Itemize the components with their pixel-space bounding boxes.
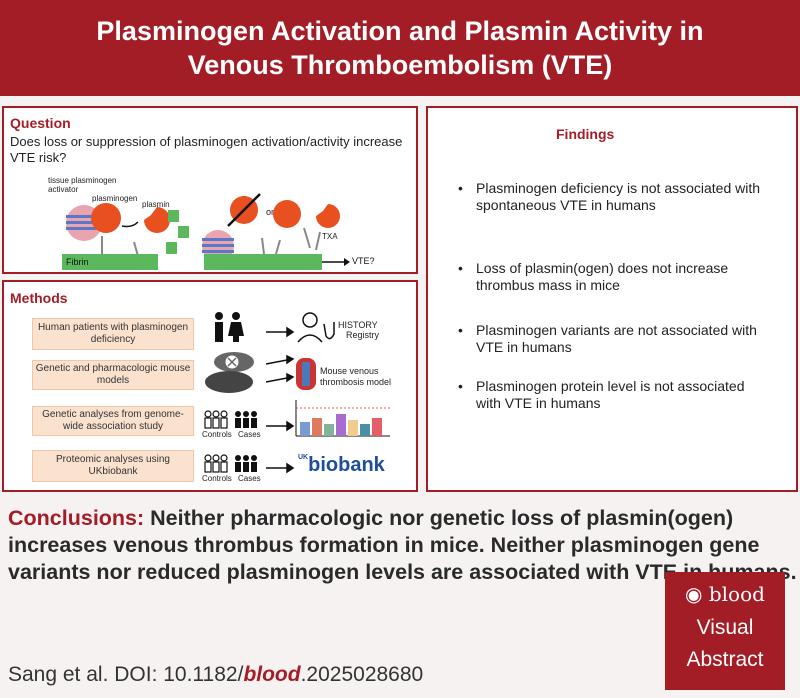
citation-journal: blood xyxy=(243,663,301,686)
method-item-human: Human patients with plasminogen deficien… xyxy=(32,318,194,350)
mouse-model-label-line1: Mouse venous xyxy=(320,366,379,376)
findings-title: Findings xyxy=(556,126,615,142)
fibrin-fragment xyxy=(168,210,179,222)
finding-text: Loss of plasmin(ogen) does not increase … xyxy=(476,260,729,293)
doctor-icon xyxy=(297,312,335,343)
plasmin-txa-icon xyxy=(316,204,340,228)
bullet-icon: • xyxy=(458,260,463,276)
fibrin-fragment xyxy=(178,226,189,238)
findings-panel: Findings • Plasminogen deficiency is not… xyxy=(426,106,798,492)
citation-prefix: Sang et al. DOI: 10.1182/ xyxy=(8,663,244,686)
seal-icon: ◉ xyxy=(685,582,703,606)
plasmin-label: plasmin xyxy=(142,200,170,209)
linker-icon xyxy=(133,241,139,257)
finding-text: Plasminogen protein level is not associa… xyxy=(476,378,745,411)
header-banner: Plasminogen Activation and Plasmin Activ… xyxy=(0,0,800,96)
cases-label-proteomic: Cases xyxy=(238,474,261,483)
fibrin-fragment xyxy=(166,242,177,254)
thrombosis-model-icon xyxy=(296,358,316,390)
citation: Sang et al. DOI: 10.1182/blood.202502868… xyxy=(8,663,423,687)
finding-item: • Plasminogen deficiency is not associat… xyxy=(458,180,766,214)
method-item-gwas: Genetic analyses from genome-wide associ… xyxy=(32,406,194,436)
cases-label-gwas: Cases xyxy=(238,430,261,439)
title-line-2: Venous Thromboembolism (VTE) xyxy=(187,50,613,80)
bullet-icon: • xyxy=(458,322,463,338)
history-label: HISTORY Registry xyxy=(338,320,379,340)
mouse-model-label-line2: thrombosis model xyxy=(320,377,392,387)
or-label: or xyxy=(266,207,275,217)
fibrin-bar-right xyxy=(204,254,322,270)
txa-linker-icon xyxy=(303,227,321,251)
tpa-label: tissue plasminogen activator xyxy=(48,176,117,194)
biobank-logo: UKbiobank xyxy=(298,454,385,477)
question-text: Does loss or suppression of plasminogen … xyxy=(10,134,403,165)
mouse-model-label: Mouse venous thrombosis model xyxy=(320,366,391,388)
biobank-uk: UK xyxy=(298,454,309,461)
finding-text: Plasminogen variants are not associated … xyxy=(476,322,757,355)
logo-line1: Visual xyxy=(696,616,754,639)
manhattan-plot-icon xyxy=(295,400,390,437)
plasminogen-label: plasminogen xyxy=(92,194,138,203)
blood-visual-abstract-logo: ◉ blood Visual Abstract xyxy=(665,572,785,690)
logo-line2: Abstract xyxy=(686,648,764,671)
title-line-1: Plasminogen Activation and Plasmin Activ… xyxy=(96,16,704,46)
finding-item: • Loss of plasmin(ogen) does not increas… xyxy=(458,260,766,294)
methods-title: Methods xyxy=(10,290,68,306)
method-item-proteomic: Proteomic analyses using UKbiobank xyxy=(32,450,194,482)
methods-panel: Methods Human patients with plasminogen … xyxy=(2,280,418,492)
question-diagram xyxy=(66,193,350,266)
citation-suffix: .2025028680 xyxy=(300,663,424,686)
question-panel: Question Does loss or suppression of pla… xyxy=(2,106,418,274)
conclusion-label: Conclusions: xyxy=(8,506,145,530)
block-slash-icon xyxy=(227,193,261,227)
bullet-icon: • xyxy=(458,378,463,394)
biobank-word: biobank xyxy=(308,454,385,476)
vte-label: VTE? xyxy=(352,256,375,266)
fibrin-bar-left xyxy=(62,254,158,270)
txa-label: TXA xyxy=(322,232,338,241)
plasminogen-icon-2 xyxy=(273,200,301,228)
arrow-icon xyxy=(121,221,139,228)
method-item-mouse: Genetic and pharmacologic mouse models xyxy=(32,360,194,390)
method-arrows xyxy=(265,326,295,474)
vte-arrowhead-icon xyxy=(344,258,350,266)
plasmin-icon xyxy=(144,207,170,233)
history-label-line2: Registry xyxy=(346,330,380,340)
bullet-icon: • xyxy=(458,180,463,196)
knockout-x-icon xyxy=(227,357,237,367)
finding-text: Plasminogen deficiency is not associated… xyxy=(476,180,761,213)
plasminogen-icon xyxy=(91,203,121,233)
logo-brand-word: blood xyxy=(708,582,765,606)
fibrin-label: Fibrin xyxy=(66,257,89,267)
question-title: Question xyxy=(10,115,71,131)
controls-group-icon xyxy=(204,410,228,473)
cases-group-icon xyxy=(235,411,257,472)
controls-label-proteomic: Controls xyxy=(202,474,232,483)
history-label-line1: HISTORY xyxy=(338,320,378,330)
patients-icon xyxy=(215,312,244,342)
finding-item: • Plasminogen protein level is not assoc… xyxy=(458,378,766,412)
finding-item: • Plasminogen variants are not associate… xyxy=(458,322,766,356)
linker-icon xyxy=(261,237,281,255)
methods-diagram xyxy=(204,312,390,474)
controls-label-gwas: Controls xyxy=(202,430,232,439)
logo-brand: ◉ blood xyxy=(665,582,785,606)
